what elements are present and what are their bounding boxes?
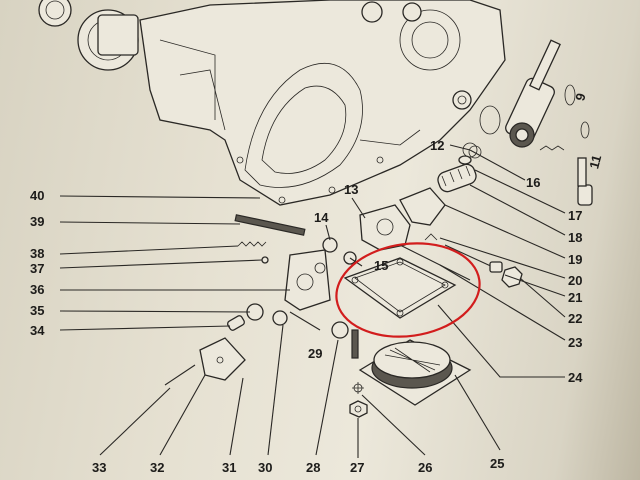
callout-29: 29 xyxy=(308,346,322,361)
callout-13: 13 xyxy=(344,182,358,197)
leader-lines xyxy=(59,144,566,458)
callout-14: 14 xyxy=(314,210,329,225)
callout-23: 23 xyxy=(568,335,582,350)
right-shaft-parts xyxy=(462,39,593,206)
callout-19: 19 xyxy=(568,252,582,267)
callout-15: 15 xyxy=(374,258,388,273)
sprocket-drawing xyxy=(38,0,139,71)
callout-38: 38 xyxy=(30,246,44,261)
callout-11: 11 xyxy=(586,153,604,170)
callout-36: 36 xyxy=(30,282,44,297)
callout-31: 31 xyxy=(222,460,236,475)
gasket-drawing xyxy=(343,257,457,319)
callout-12: 12 xyxy=(430,138,444,153)
callout-24: 24 xyxy=(568,370,583,385)
callout-17: 17 xyxy=(568,208,582,223)
callout-9: 9 xyxy=(572,92,588,103)
strainer-drawing xyxy=(352,339,472,406)
callout-22: 22 xyxy=(568,311,582,326)
callout-32: 32 xyxy=(150,460,164,475)
callout-16: 16 xyxy=(526,175,540,190)
stud-nut-drawing xyxy=(349,329,368,418)
callout-37: 37 xyxy=(30,261,44,276)
callout-28: 28 xyxy=(306,460,320,475)
callout-21: 21 xyxy=(568,290,582,305)
callout-27: 27 xyxy=(350,460,364,475)
callout-39: 39 xyxy=(30,214,44,229)
callout-25: 25 xyxy=(490,456,504,471)
left-pump-drawing xyxy=(164,214,357,386)
callout-35: 35 xyxy=(30,303,44,318)
red-highlight-circle xyxy=(335,242,481,338)
callout-26: 26 xyxy=(418,460,432,475)
pump-body-drawing xyxy=(359,145,482,251)
callout-labels: 40 39 38 37 36 35 34 14 13 15 12 16 17 1… xyxy=(30,92,604,475)
callout-20: 20 xyxy=(568,273,582,288)
callout-30: 30 xyxy=(258,460,272,475)
callout-40: 40 xyxy=(30,188,44,203)
callout-34: 34 xyxy=(30,323,45,338)
callout-33: 33 xyxy=(92,460,106,475)
callout-18: 18 xyxy=(568,230,582,245)
crankcase-drawing xyxy=(139,0,506,206)
